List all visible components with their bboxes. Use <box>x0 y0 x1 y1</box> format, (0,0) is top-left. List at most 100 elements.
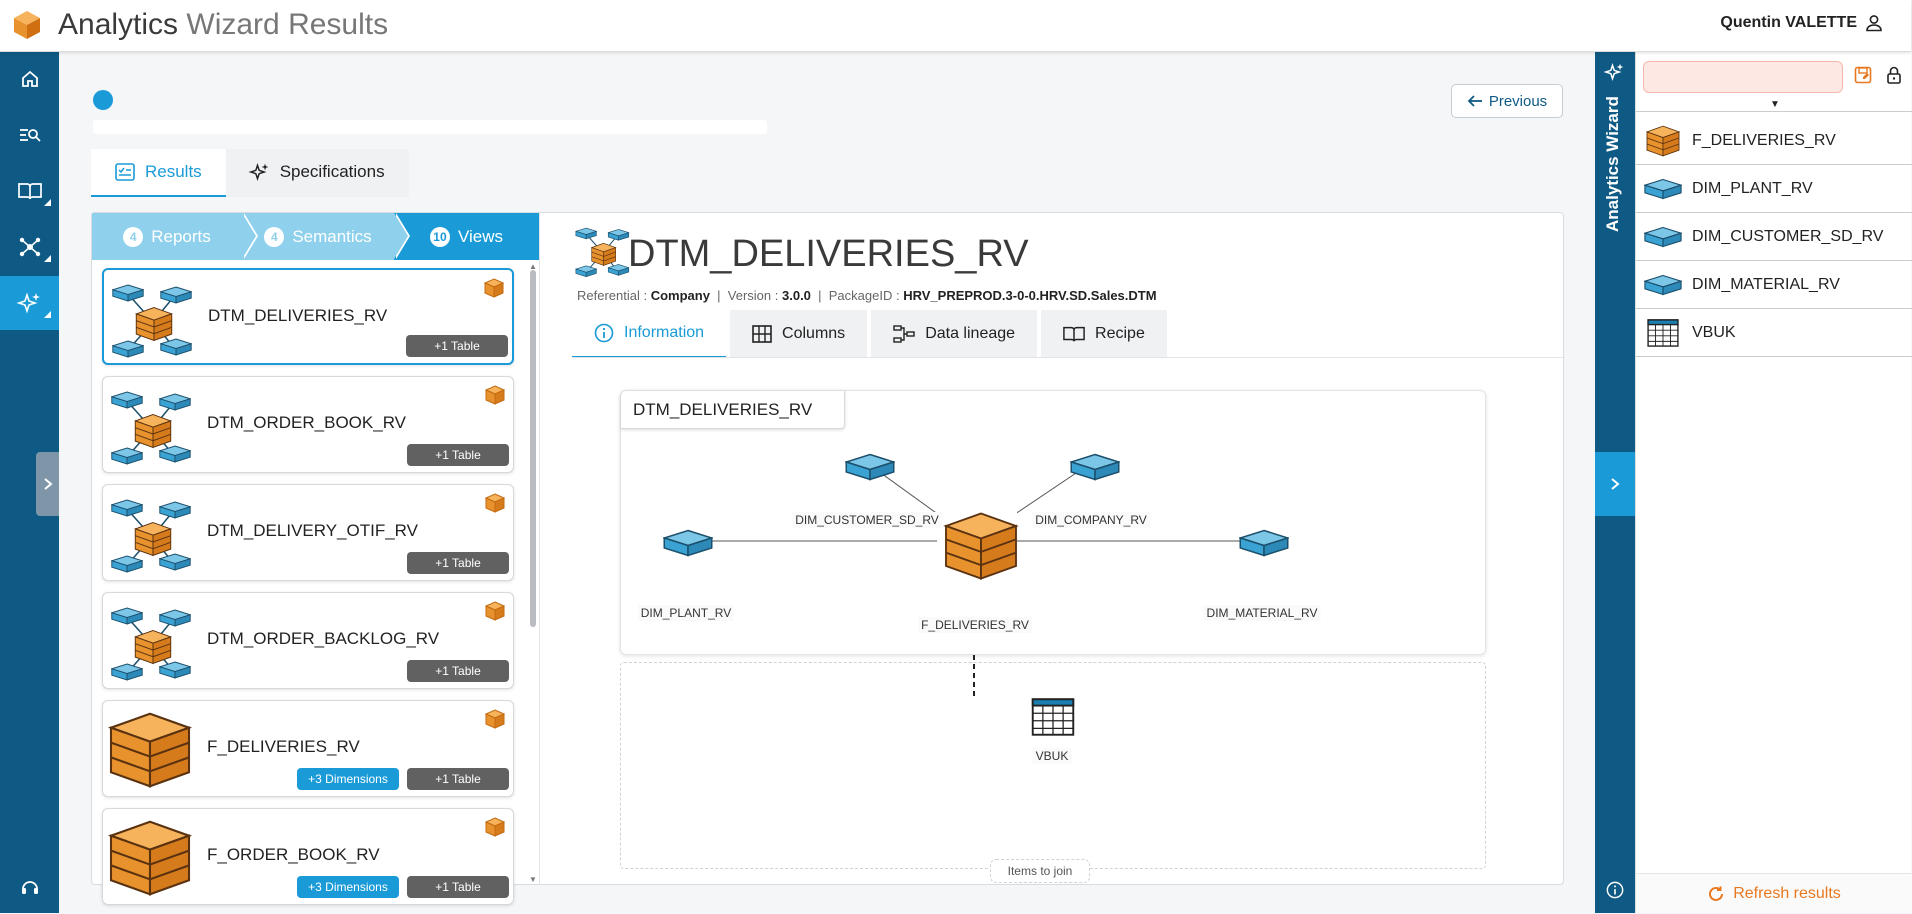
star-schema-icon <box>109 385 195 467</box>
cube-icon <box>485 817 505 837</box>
refresh-icon <box>1709 886 1724 901</box>
dimension-icon <box>845 453 895 481</box>
node-company[interactable]: DIM_COMPANY_RV <box>1032 512 1150 528</box>
wizard-item-label: DIM_CUSTOMER_SD_RV <box>1692 227 1884 245</box>
search-list-icon <box>19 129 41 142</box>
step-reports[interactable]: 4 Reports <box>92 213 258 260</box>
referential-value: Company <box>650 288 710 303</box>
wizard-item[interactable]: DIM_MATERIAL_RV <box>1636 261 1912 309</box>
tab-data-lineage[interactable]: Data lineage <box>871 310 1038 358</box>
tab-results-label: Results <box>145 162 202 181</box>
lock-icon[interactable] <box>1886 66 1902 84</box>
wizard-item[interactable]: DIM_CUSTOMER_SD_RV <box>1636 213 1912 261</box>
submenu-indicator <box>44 255 51 262</box>
list-item[interactable]: DTM_DELIVERIES_RV +1 Table <box>102 268 514 365</box>
checklist-icon <box>115 163 135 181</box>
previous-button[interactable]: Previous <box>1451 84 1563 118</box>
sparkles-icon <box>1603 62 1624 82</box>
app-logo-icon <box>14 11 40 39</box>
item-name: DTM_ORDER_BOOK_RV <box>207 413 407 432</box>
step-count: 10 <box>429 226 450 247</box>
node-customer[interactable]: DIM_CUSTOMER_SD_RV <box>792 512 942 528</box>
home-icon <box>21 70 38 87</box>
nav-catalog[interactable] <box>0 164 59 218</box>
tab-recipe-label: Recipe <box>1095 325 1145 342</box>
node-fact[interactable]: F_DELIVERIES_RV <box>918 617 1032 633</box>
item-name: DTM_DELIVERY_OTIF_RV <box>207 521 418 540</box>
dimensions-badge: +3 Dimensions <box>297 876 399 898</box>
step-views[interactable]: 10 Views <box>394 213 539 260</box>
wizard-item-label: DIM_MATERIAL_RV <box>1692 275 1840 293</box>
cube-icon <box>485 601 505 621</box>
scroll-down-icon[interactable]: ▼ <box>529 875 537 884</box>
node-plant[interactable]: DIM_PLANT_RV <box>637 605 735 621</box>
wizard-item[interactable]: DIM_PLANT_RV <box>1636 165 1912 213</box>
nav-support[interactable] <box>0 860 59 914</box>
table-badge: +1 Table <box>407 768 509 790</box>
refresh-results-button[interactable]: Refresh results <box>1636 873 1912 913</box>
support-icon <box>21 881 38 894</box>
nav-home[interactable] <box>0 52 59 106</box>
fact-cube-icon <box>107 711 193 789</box>
graph-edges <box>663 453 1289 580</box>
dropdown-caret-icon[interactable]: ▼ <box>1770 99 1780 110</box>
user-name: Quentin VALETTE <box>1720 14 1857 31</box>
wizard-item[interactable]: F_DELIVERIES_RV <box>1636 117 1912 165</box>
list-item[interactable]: DTM_ORDER_BACKLOG_RV +1 Table <box>102 592 514 689</box>
list-scrollbar[interactable] <box>530 270 536 627</box>
expand-sidebar-button[interactable] <box>36 452 59 516</box>
divider <box>1636 111 1912 112</box>
expand-panel-button[interactable] <box>1595 452 1635 516</box>
save-icon[interactable] <box>1854 66 1872 84</box>
tab-results[interactable]: Results <box>91 149 226 197</box>
list-item[interactable]: DTM_ORDER_BOOK_RV +1 Table <box>102 376 514 473</box>
user-menu[interactable]: Quentin VALETTE <box>1720 14 1883 32</box>
tab-recipe[interactable]: Recipe <box>1041 310 1167 358</box>
step-label: Semantics <box>292 226 372 246</box>
tabs-divider <box>572 357 1565 358</box>
user-icon <box>1866 15 1882 32</box>
node-material[interactable]: DIM_MATERIAL_RV <box>1203 605 1321 621</box>
graph-title: DTM_DELIVERIES_RV <box>621 391 845 429</box>
cube-icon <box>485 385 505 405</box>
node-table[interactable]: VBUK <box>1032 748 1072 764</box>
chevron-right-icon <box>43 478 53 490</box>
tab-specifications[interactable]: Specifications <box>225 149 409 197</box>
detail-meta: Referential : Company | Version : 3.0.0 … <box>577 288 1157 303</box>
package-label: PackageID : <box>828 288 900 303</box>
table-badge: +1 Table <box>407 552 509 574</box>
refresh-results-label: Refresh results <box>1733 884 1841 902</box>
app-title: Analytics Wizard Results <box>58 8 388 42</box>
wizard-item-list: F_DELIVERIES_RV DIM_PLANT_RV DIM_CUSTOME… <box>1636 117 1912 357</box>
step-count: 4 <box>264 226 285 247</box>
info-icon[interactable] <box>1606 881 1624 899</box>
dimensions-badge: +3 Dimensions <box>297 768 399 790</box>
main-panel: Previous Results Specifications 4 Report… <box>59 52 1595 913</box>
version-value: 3.0.0 <box>782 288 811 303</box>
results-card: 4 Reports 4 Semantics 10 Views DTM_DELIV… <box>91 212 1565 905</box>
tab-information[interactable]: Information <box>572 310 727 358</box>
item-name: DTM_DELIVERIES_RV <box>208 306 388 325</box>
step-count: 4 <box>123 226 144 247</box>
book-icon <box>17 183 42 200</box>
network-icon <box>19 237 40 257</box>
cube-icon <box>485 493 505 513</box>
items-to-join-label: Items to join <box>990 859 1090 883</box>
list-item[interactable]: DTM_DELIVERY_OTIF_RV +1 Table <box>102 484 514 581</box>
wizard-input[interactable] <box>1643 61 1843 93</box>
wizard-item[interactable]: VBUK <box>1636 309 1912 357</box>
nav-network[interactable] <box>0 220 59 274</box>
analytics-wizard-tab: Analytics Wizard <box>1595 52 1635 913</box>
item-name: F_DELIVERIES_RV <box>207 737 360 756</box>
list-item[interactable]: F_ORDER_BOOK_RV +3 Dimensions +1 Table <box>102 808 514 905</box>
wizard-actions <box>1854 66 1902 84</box>
list-item[interactable]: F_DELIVERIES_RV +3 Dimensions +1 Table <box>102 700 514 797</box>
item-name: F_ORDER_BOOK_RV <box>207 845 380 864</box>
wizard-item-label: DIM_PLANT_RV <box>1692 179 1813 197</box>
scroll-up-icon[interactable]: ▲ <box>529 262 537 271</box>
nav-search-list[interactable] <box>0 108 59 162</box>
table-badge: +1 Table <box>407 444 509 466</box>
nav-analytics-wizard[interactable] <box>0 276 59 330</box>
step-semantics[interactable]: 4 Semantics <box>242 213 410 260</box>
tab-columns[interactable]: Columns <box>730 310 868 358</box>
